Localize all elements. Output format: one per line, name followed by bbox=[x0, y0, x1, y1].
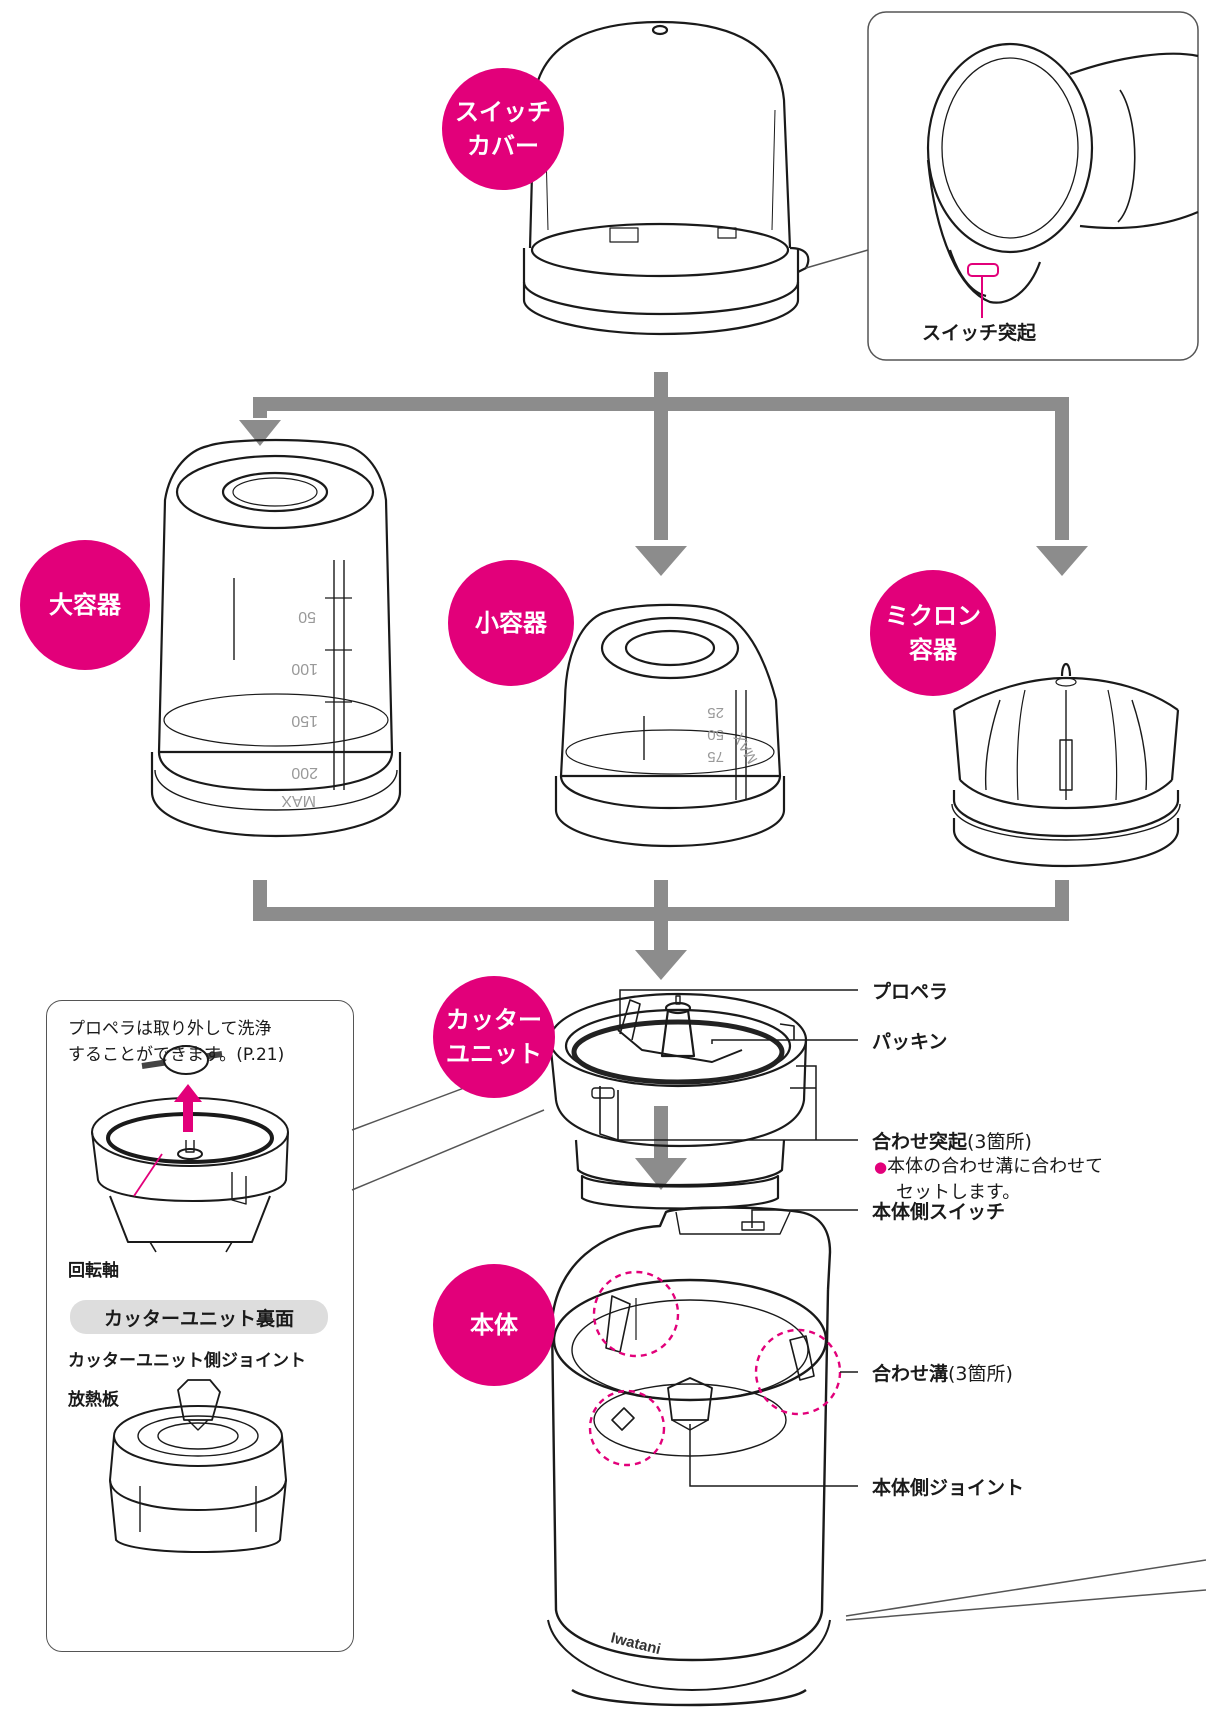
part-cutter-unit: カッター ユニット bbox=[433, 976, 555, 1098]
micron-container-line2: 容器 bbox=[909, 636, 957, 664]
label-alignment-protrusion: 合わせ突起(3箇所) bbox=[872, 1127, 1032, 1154]
label-rotating-shaft: 回転軸 bbox=[68, 1261, 119, 1281]
small-scale-25: 25 bbox=[707, 704, 724, 721]
small-scale-50: 50 bbox=[707, 726, 724, 743]
alignment-note: ●本体の合わせ溝に合わせて セットします。 bbox=[874, 1154, 1103, 1206]
label-alignment-groove: 合わせ溝(3箇所) bbox=[872, 1359, 1013, 1386]
part-switch-cover: スイッチ カバー bbox=[442, 68, 564, 190]
part-micron-container: ミクロン 容器 bbox=[870, 570, 996, 696]
alignment-note-line1: 本体の合わせ溝に合わせて bbox=[887, 1156, 1104, 1177]
large-scale-50: 50 bbox=[298, 608, 316, 625]
callout-lines bbox=[614, 989, 1206, 1621]
small-container-drawing bbox=[554, 603, 786, 848]
main-body-drawing bbox=[547, 1206, 832, 1707]
detail-note-line2: することができます。(P.21) bbox=[68, 1045, 285, 1065]
part-large-container: 大容器 bbox=[20, 540, 150, 670]
alignment-protrusion-title: 合わせ突起 bbox=[872, 1131, 968, 1153]
cutter-unit-drawing bbox=[548, 992, 808, 1210]
alignment-protrusion-count: (3箇所) bbox=[967, 1131, 1032, 1153]
small-scale-75: 75 bbox=[707, 748, 724, 765]
alignment-groove-title: 合わせ溝 bbox=[872, 1363, 949, 1385]
label-cutter-joint: カッターユニット側ジョイント bbox=[68, 1351, 306, 1371]
label-heat-sink: 放熱板 bbox=[68, 1390, 119, 1410]
detail-note: プロペラは取り外して洗浄 することができます。(P.21) bbox=[68, 1016, 284, 1068]
large-scale-200: 200 bbox=[291, 764, 318, 781]
alignment-groove-count: (3箇所) bbox=[948, 1363, 1013, 1385]
detail-note-line1: プロペラは取り外して洗浄 bbox=[68, 1019, 272, 1039]
large-container-label: 大容器 bbox=[49, 591, 121, 619]
part-main-body: 本体 bbox=[433, 1264, 555, 1386]
label-propeller: プロペラ bbox=[872, 981, 949, 1003]
cutter-unit-line1: カッター bbox=[446, 1006, 542, 1034]
switch-detail-box bbox=[805, 11, 1199, 361]
cutter-unit-line2: ユニット bbox=[446, 1040, 542, 1068]
alignment-note-line2: セットします。 bbox=[896, 1182, 1021, 1203]
brand-logo: Iwatani bbox=[609, 1629, 662, 1658]
alignment-bullet: ● bbox=[874, 1158, 888, 1176]
large-scale-max: MAX bbox=[281, 792, 316, 809]
label-body-switch: 本体側スイッチ bbox=[872, 1201, 1006, 1223]
lift-arrow bbox=[174, 1084, 202, 1132]
switch-cover-drawing bbox=[522, 20, 810, 336]
large-scale-150: 150 bbox=[291, 712, 318, 729]
propeller-detail-box bbox=[46, 1000, 354, 1652]
label-packing: パッキン bbox=[872, 1031, 948, 1053]
main-body-label: 本体 bbox=[470, 1311, 518, 1339]
micron-container-drawing bbox=[951, 662, 1181, 868]
flow-arrows bbox=[253, 372, 1069, 1158]
switch-cover-line2: カバー bbox=[467, 132, 539, 160]
large-scale-100: 100 bbox=[291, 660, 318, 677]
label-switch-protrusion: スイッチ突起 bbox=[922, 322, 1037, 344]
large-container-drawing bbox=[150, 438, 402, 838]
label-body-joint: 本体側ジョイント bbox=[872, 1477, 1025, 1499]
micron-container-line1: ミクロン bbox=[885, 602, 981, 630]
part-small-container: 小容器 bbox=[448, 560, 574, 686]
underside-title: カッターユニット裏面 bbox=[103, 1307, 294, 1330]
underside-title-pill: カッターユニット裏面 bbox=[70, 1300, 328, 1334]
large-scale-markings: 50 100 150 200 MAX bbox=[281, 608, 318, 809]
cutter-underside-drawing bbox=[109, 1379, 287, 1553]
arrow-heads bbox=[239, 420, 1088, 1190]
small-container-label: 小容器 bbox=[475, 609, 547, 637]
switch-cover-line1: スイッチ bbox=[455, 98, 551, 126]
